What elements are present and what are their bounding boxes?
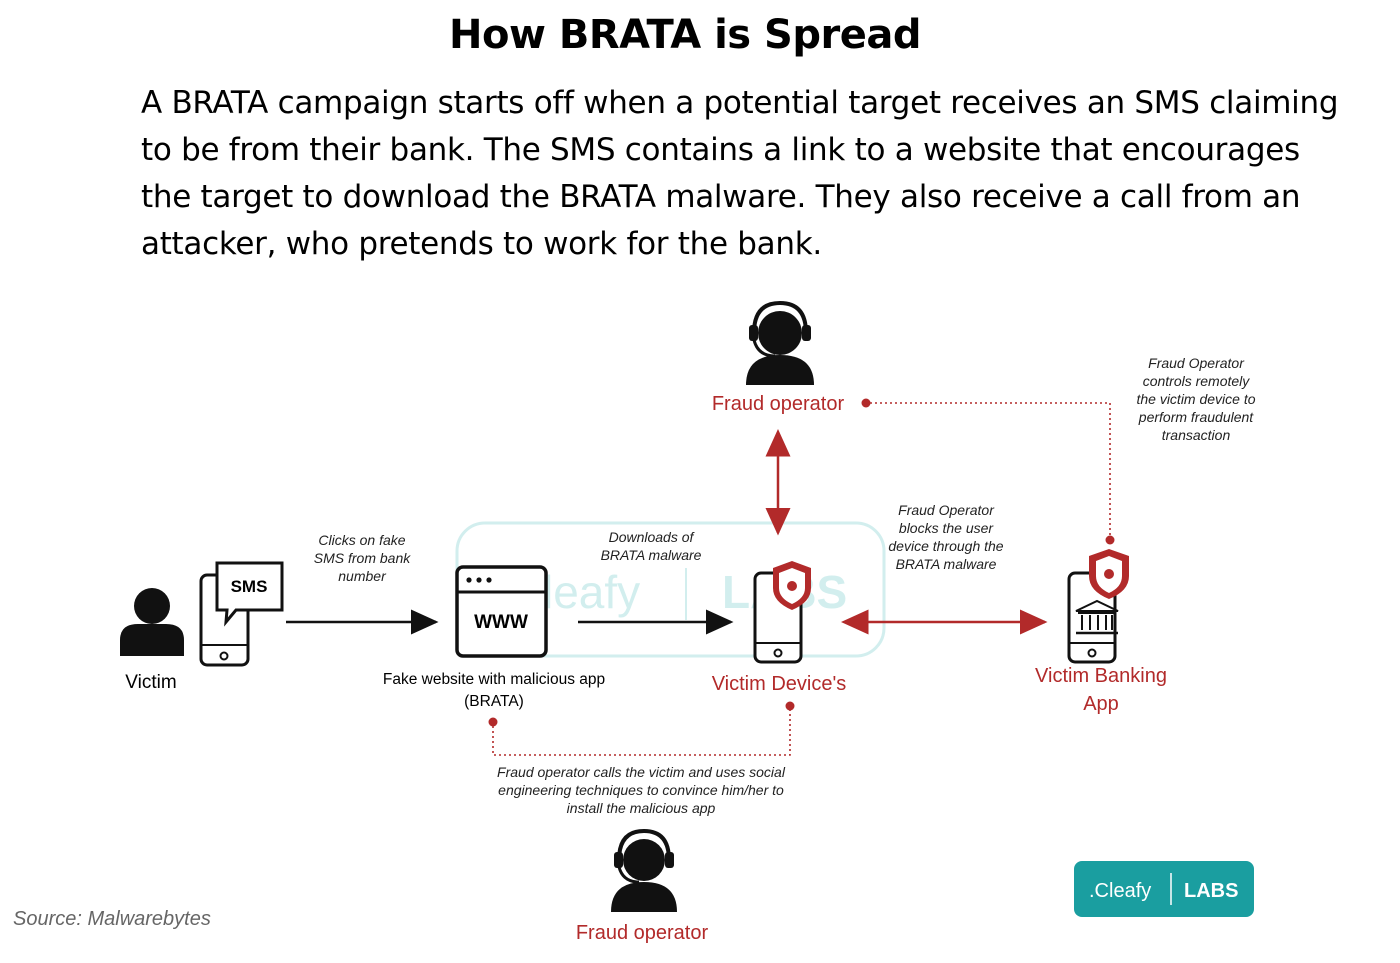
- fraud-operator-top-label: Fraud operator: [712, 393, 845, 415]
- dotted-connector-dot: [861, 398, 871, 408]
- calls-note-line: Fraud operator calls the victim and uses…: [497, 764, 786, 780]
- sms-icon-text: SMS: [231, 577, 268, 596]
- dotted-line-website-device: [492, 710, 791, 756]
- blocks-note-line: Fraud Operator: [898, 502, 995, 518]
- downloads-note-line: Downloads of: [609, 529, 696, 545]
- fraud-operator-bottom-label: Fraud operator: [576, 922, 709, 944]
- fake-website-icon: WWW: [455, 565, 548, 658]
- www-icon-text: WWW: [474, 612, 528, 633]
- blocks-note-line: blocks the user: [899, 520, 994, 536]
- controls-note-line: controls remotely: [1143, 373, 1251, 389]
- blocks-note-line: BRATA malware: [896, 556, 997, 572]
- dotted-line-operator-banking: [870, 402, 1111, 538]
- clicks-note: Clicks on fake SMS from bank number: [314, 532, 411, 584]
- banking-app-label-line: Victim Banking: [1035, 665, 1167, 687]
- dotted-connector-dot: [1105, 535, 1115, 545]
- source-credit: Source: Malwarebytes: [13, 908, 211, 930]
- intro-paragraph: A BRATA campaign starts off when a poten…: [141, 85, 1339, 262]
- page-title: How BRATA is Spread: [449, 12, 921, 58]
- website-label-line: Fake website with malicious app: [383, 671, 605, 688]
- cleafy-labs-logo: .Cleafy LABS: [1074, 861, 1254, 917]
- clicks-note-line: number: [338, 568, 387, 584]
- dotted-connector-dot: [785, 701, 795, 711]
- sms-phone-icon: SMS: [199, 561, 284, 667]
- victim-label: Victim: [125, 672, 176, 693]
- dotted-connector-dot: [488, 717, 498, 727]
- fraud-operator-bottom-icon: [611, 828, 677, 912]
- blocks-note-line: device through the: [888, 538, 1003, 554]
- malware-shield-icon: [773, 561, 811, 610]
- clicks-note-line: SMS from bank: [314, 550, 411, 566]
- logo-right-text: LABS: [1184, 880, 1238, 902]
- calls-note-line: install the malicious app: [567, 800, 716, 816]
- banking-app-label-line: App: [1083, 693, 1119, 715]
- logo-left-text: .Cleafy: [1089, 880, 1151, 902]
- website-label-line: (BRATA): [464, 693, 524, 710]
- victim-device-label: Victim Device's: [712, 673, 847, 695]
- clicks-note-line: Clicks on fake: [318, 532, 405, 548]
- banking-shield-icon: [1089, 549, 1129, 599]
- downloads-note-line: BRATA malware: [601, 547, 702, 563]
- calls-note-line: engineering techniques to convince him/h…: [498, 782, 784, 798]
- fraud-operator-top-icon: [746, 300, 814, 385]
- controls-note-line: Fraud Operator: [1148, 355, 1245, 371]
- victim-person-icon: [120, 588, 184, 656]
- controls-note-line: the victim device to: [1136, 391, 1255, 407]
- controls-note-line: transaction: [1162, 427, 1231, 443]
- controls-note-line: perform fraudulent: [1138, 409, 1255, 425]
